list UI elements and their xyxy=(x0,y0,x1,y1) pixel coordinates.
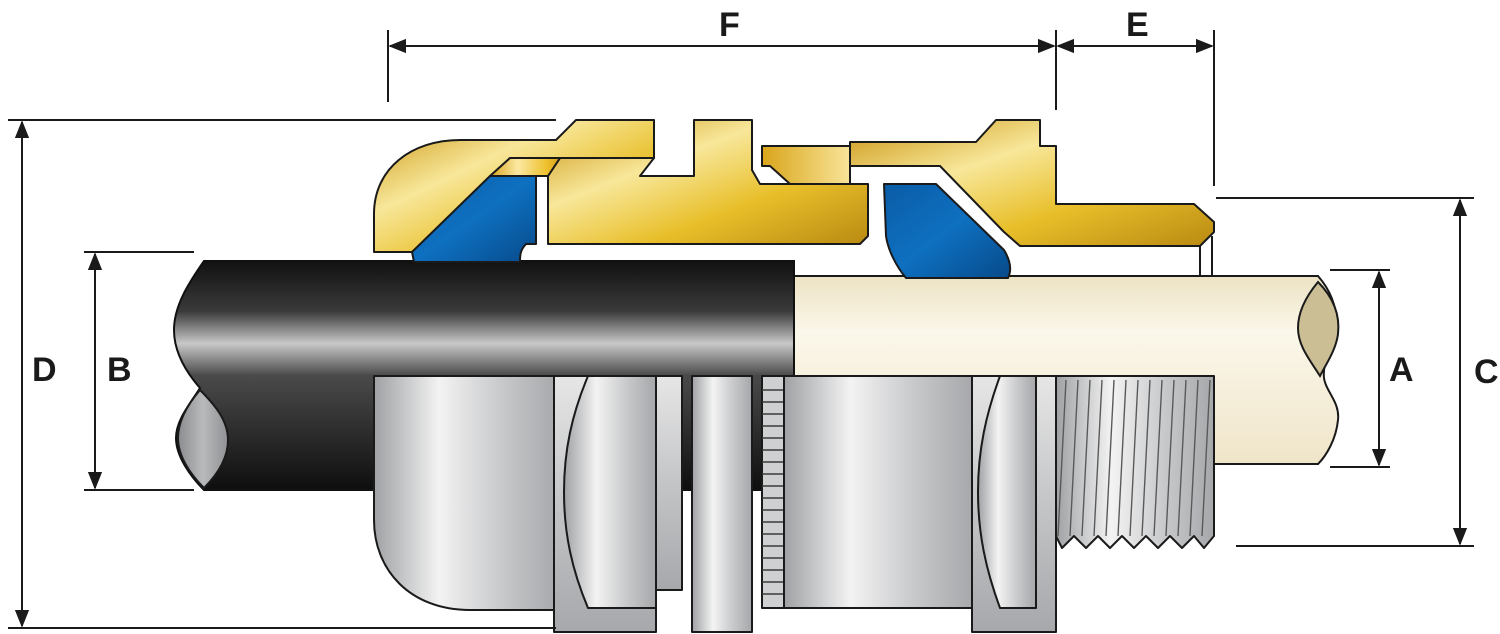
metal-hex-3-face xyxy=(977,375,1037,609)
brass-cone-left xyxy=(489,157,561,177)
knurl-lines xyxy=(762,389,784,595)
thread-lines xyxy=(1057,379,1211,537)
cable-core-end-icon xyxy=(1296,280,1340,379)
metal-hex-1-face xyxy=(563,375,657,609)
dimension-label-c: C xyxy=(1474,353,1499,391)
brass-middle-body xyxy=(547,119,869,245)
left-seal-ring xyxy=(411,175,537,263)
cable-sheath-end-icon xyxy=(176,388,230,490)
metal-ring-1 xyxy=(655,375,683,591)
brass-gland-cross-section xyxy=(373,119,1215,279)
dimension-label-f: F xyxy=(719,6,740,44)
dimension-lines xyxy=(8,30,1474,629)
dimension-label-b: B xyxy=(107,351,132,389)
metal-knurl xyxy=(761,375,785,609)
right-seal-ring xyxy=(883,183,1012,279)
metal-hex-2 xyxy=(691,375,753,633)
metal-body-center xyxy=(783,375,975,609)
dimension-label-a: A xyxy=(1389,351,1414,389)
metal-gland-body xyxy=(373,375,1215,633)
brass-entry-body xyxy=(849,119,1215,247)
metal-cap-nut xyxy=(373,375,561,611)
dimension-label-d: D xyxy=(32,351,57,389)
dimension-label-e: E xyxy=(1126,6,1149,44)
